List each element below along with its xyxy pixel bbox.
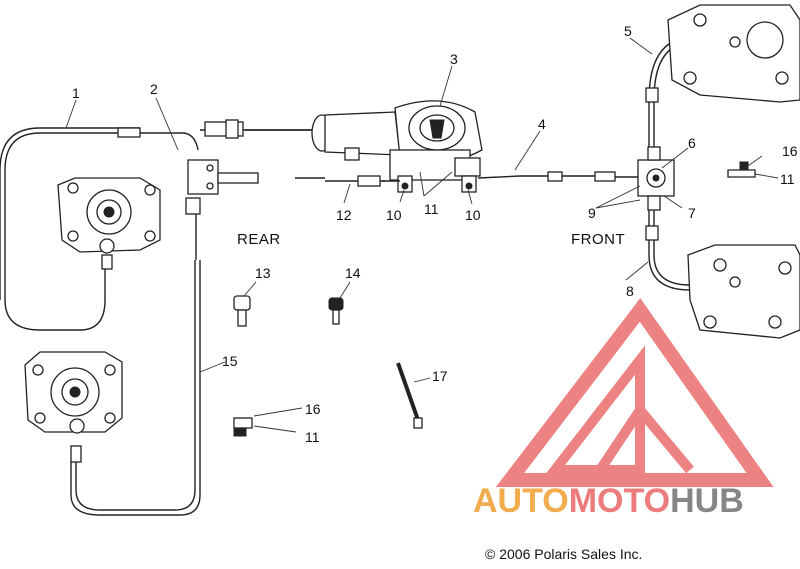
copyright-text: © 2006 Polaris Sales Inc. bbox=[485, 546, 642, 562]
callout-5: 5 bbox=[624, 23, 632, 39]
callout-17: 17 bbox=[432, 368, 448, 384]
rear-lower-caliper bbox=[24, 260, 201, 516]
leader-lines bbox=[65, 37, 779, 433]
callout-7: 7 bbox=[688, 205, 696, 221]
bolt-16-rear bbox=[233, 417, 253, 437]
callout-6: 6 bbox=[688, 135, 696, 151]
callout-10-left: 10 bbox=[386, 207, 402, 223]
callout-1: 1 bbox=[72, 85, 80, 101]
rear-short-line-12 bbox=[295, 175, 400, 187]
callout-2: 2 bbox=[150, 81, 158, 97]
callout-13: 13 bbox=[255, 265, 271, 281]
watermark-hub: HUB bbox=[670, 482, 744, 520]
rear-upper-caliper bbox=[57, 177, 161, 270]
callout-11-rear: 11 bbox=[305, 429, 320, 445]
rear-brake-line-1 bbox=[0, 127, 199, 331]
callout-8: 8 bbox=[626, 283, 634, 299]
front-label: FRONT bbox=[571, 231, 625, 248]
callout-labels: 1 2 3 4 5 6 7 8 9 10 10 11 12 13 14 15 1… bbox=[72, 23, 798, 445]
callout-3: 3 bbox=[450, 51, 458, 67]
callout-11-front: 11 bbox=[780, 171, 795, 187]
callout-16-front: 16 bbox=[782, 143, 798, 159]
rear-feed-line bbox=[200, 119, 320, 139]
callout-16-rear: 16 bbox=[305, 401, 321, 417]
front-lower-caliper bbox=[687, 244, 800, 339]
callout-14: 14 bbox=[345, 265, 361, 281]
callout-4: 4 bbox=[538, 116, 546, 132]
front-tee-junction-6 bbox=[637, 146, 675, 211]
rear-label: REAR bbox=[237, 231, 281, 248]
strap-17 bbox=[396, 362, 423, 429]
front-brake-line-4 bbox=[477, 171, 638, 182]
bleeder-14 bbox=[328, 297, 344, 325]
callout-15: 15 bbox=[222, 353, 238, 369]
watermark-text: AUTOMOTOHUB bbox=[473, 482, 744, 520]
callout-11-master: 11 bbox=[424, 201, 439, 217]
callout-10-right: 10 bbox=[465, 207, 481, 223]
watermark-logo bbox=[495, 298, 774, 487]
callout-12: 12 bbox=[336, 207, 352, 223]
watermark-moto: MOTO bbox=[569, 482, 670, 520]
master-cylinder-3 bbox=[311, 100, 483, 193]
clip-13 bbox=[233, 295, 251, 327]
rear-tee-junction-2 bbox=[185, 159, 259, 260]
front-upper-caliper bbox=[667, 4, 800, 103]
watermark-auto: AUTO bbox=[473, 482, 569, 520]
callout-9: 9 bbox=[588, 205, 596, 221]
svg-text:AUTOMOTOHUB: AUTOMOTOHUB bbox=[473, 482, 744, 520]
